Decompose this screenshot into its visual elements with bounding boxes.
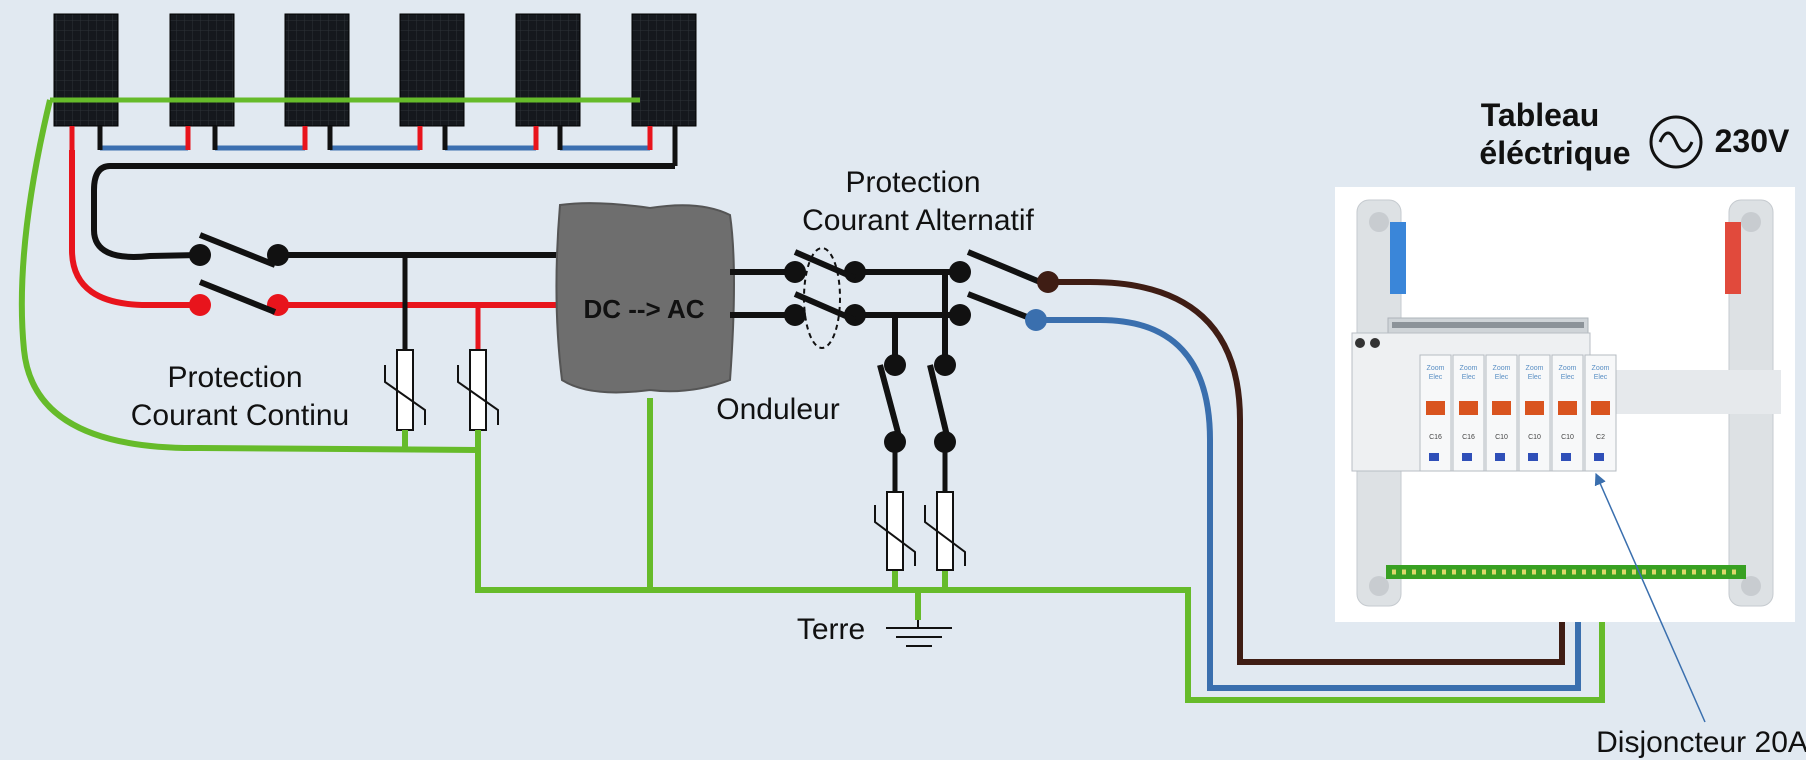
- breaker-brand-suffix: Elec: [1495, 374, 1509, 381]
- breaker-toggle: [1591, 401, 1610, 415]
- breaker-rating: C10: [1495, 434, 1508, 441]
- breaker-toggle: [1492, 401, 1511, 415]
- breaker-terminal: [1594, 453, 1604, 461]
- breaker-brand: Zoom: [1559, 365, 1577, 372]
- ac-neutral-cable: [1036, 317, 1581, 691]
- breaker-rating: C16: [1429, 434, 1442, 441]
- earth-label: Terre: [797, 613, 865, 646]
- breaker-brand-suffix: Elec: [1462, 374, 1476, 381]
- dc-surge-protection: [384, 255, 499, 431]
- ac-wiring: [730, 269, 960, 360]
- dc-protection-title: Protection: [167, 361, 302, 394]
- varistor-icon: [874, 491, 916, 571]
- solar-panel-icon: [631, 13, 697, 127]
- breaker-brand-suffix: Elec: [1594, 374, 1608, 381]
- breaker-toggle: [1426, 401, 1445, 415]
- solar-panel-icon: [169, 13, 235, 127]
- breaker-terminal: [1462, 453, 1472, 461]
- solar-panel-icon: [284, 13, 350, 127]
- breaker-rating: C10: [1528, 434, 1541, 441]
- breaker-rating: C10: [1561, 434, 1574, 441]
- inverter-name: Onduleur: [716, 393, 839, 426]
- dc-isolator-switch: [189, 232, 289, 316]
- breaker-brand: Zoom: [1427, 365, 1445, 372]
- panel-subtitle: éléctrique: [1479, 135, 1630, 171]
- solar-panel-icon: [515, 13, 581, 127]
- inverter-label: DC --> AC: [583, 294, 704, 324]
- voltage-label: 230V: [1715, 123, 1790, 159]
- ground-icon: [886, 620, 952, 647]
- breaker-terminal: [1528, 453, 1538, 461]
- breaker-brand: Zoom: [1526, 365, 1544, 372]
- panel-breakers: ZoomElecC16ZoomElecC16ZoomElecC10ZoomEle…: [1419, 354, 1617, 472]
- panel-leads: [69, 126, 678, 166]
- breaker-brand-suffix: Elec: [1429, 374, 1443, 381]
- breaker-pointer-arrow: [1594, 472, 1706, 723]
- ac-surge-protection: [874, 354, 966, 571]
- varistor-icon: [924, 491, 966, 571]
- breaker-brand-suffix: Elec: [1561, 374, 1575, 381]
- solar-panel-icon: [53, 13, 119, 127]
- breaker-toggle: [1459, 401, 1478, 415]
- dc-negative-wire: [91, 163, 675, 260]
- breaker-toggle: [1525, 401, 1544, 415]
- panel-title: Tableau: [1481, 97, 1600, 133]
- breaker-terminal: [1561, 453, 1571, 461]
- breaker-brand: Zoom: [1460, 365, 1478, 372]
- solar-panel-icon: [399, 13, 465, 127]
- breaker-brand: Zoom: [1493, 365, 1511, 372]
- ac-disconnect-switch: [784, 247, 866, 349]
- solar-panels: [53, 13, 697, 127]
- inverter: DC --> AC: [555, 202, 735, 394]
- ac-protection-title: Protection: [845, 166, 980, 199]
- breaker-rating: C2: [1596, 434, 1605, 441]
- breaker-brand: Zoom: [1592, 365, 1610, 372]
- breaker-toggle: [1558, 401, 1577, 415]
- varistor-icon: [384, 349, 426, 431]
- varistor-icon: [457, 349, 499, 431]
- ac-phase-cable: [1048, 279, 1565, 665]
- dc-positive-wire: [69, 150, 200, 309]
- ac-protection-subtitle: Courant Alternatif: [802, 204, 1034, 237]
- breaker-rating: C16: [1462, 434, 1475, 441]
- earth-wiring: [18, 99, 1605, 703]
- breaker-brand-suffix: Elec: [1528, 374, 1542, 381]
- dc-protection-subtitle: Courant Continu: [131, 399, 349, 432]
- breaker-label: Disjoncteur 20A: [1596, 726, 1806, 759]
- breaker-terminal: [1495, 453, 1505, 461]
- breaker-terminal: [1429, 453, 1439, 461]
- sine-wave-icon: [1649, 115, 1703, 169]
